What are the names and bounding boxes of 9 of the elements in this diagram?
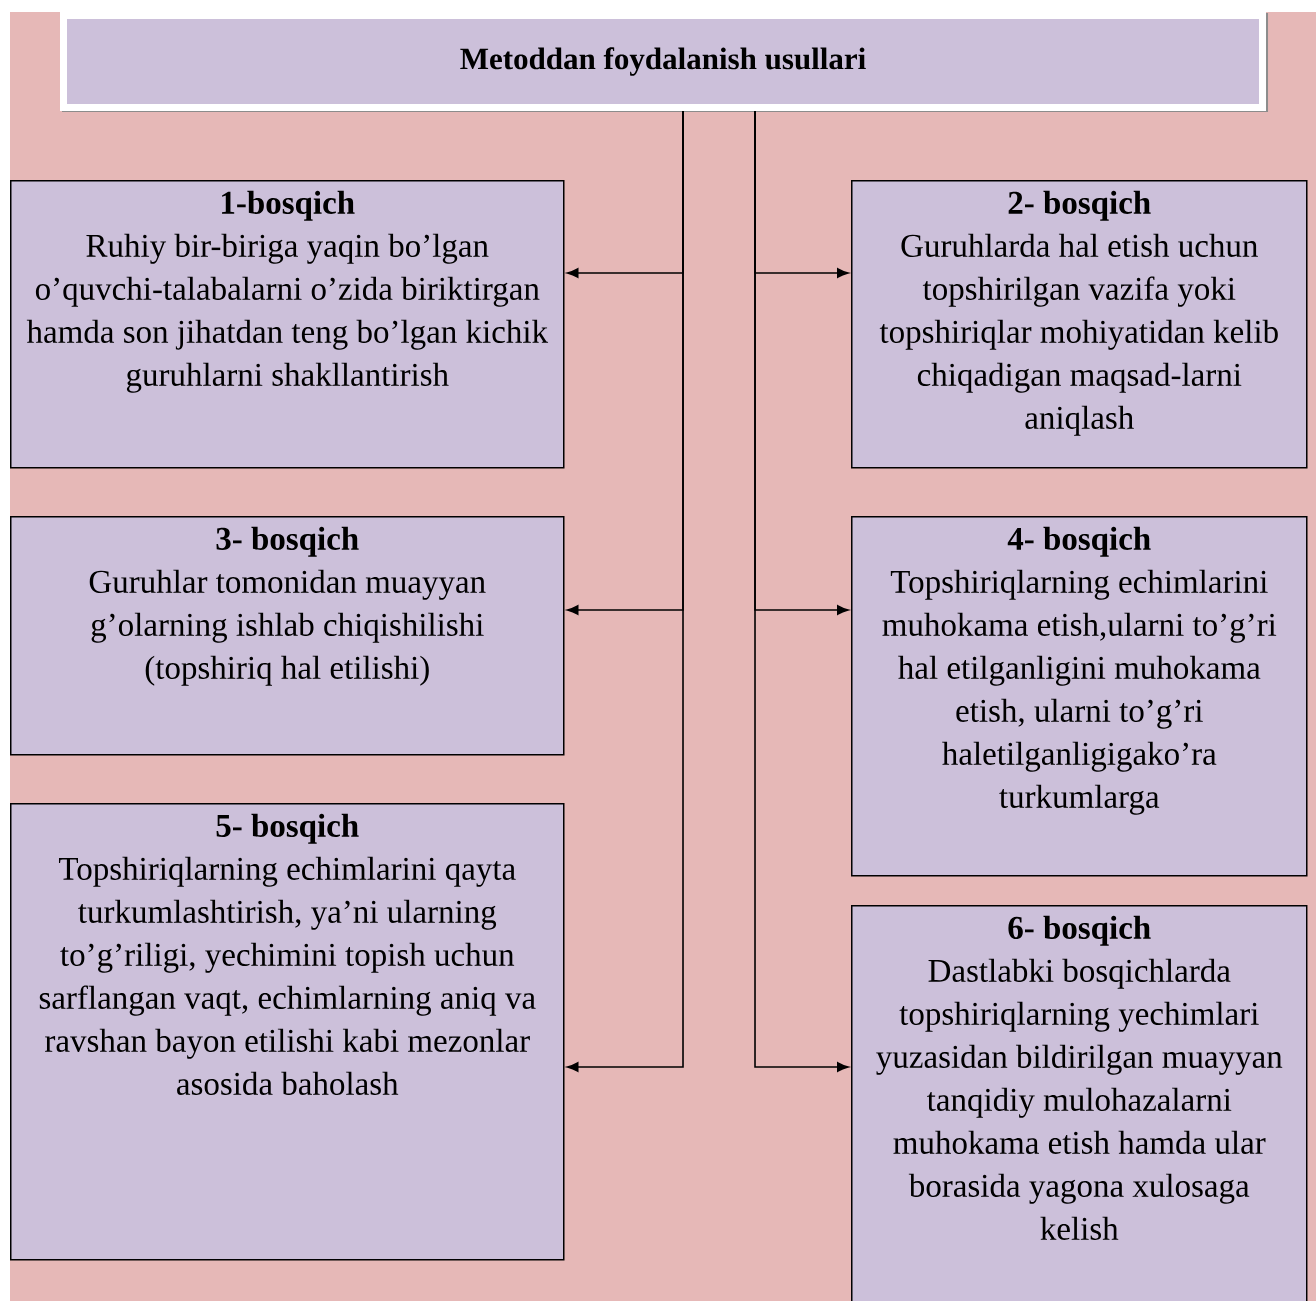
stage-box: 6- bosqich Dastlabki bosqichlarda topshiriqlarning yechimlari yuzasidan bildirilgan muayyan tanqidiy mulohazalarni muhokama etish hamda ular borasida yagona xulosaga kelish: [851, 905, 1308, 1301]
stage-box: 4- bosqich Topshiriqlarning echimlarini muhokama etish,ularni to’g’ri hal etilganligini muhokama etish, ularni to’g’ri haletilganligigako’ra turkumlarga: [851, 516, 1308, 877]
stage-box: 3- bosqich Guruhlar tomonidan muayyan g’olarning ishlab chiqishilishi (topshiriq hal etilishi): [10, 516, 565, 756]
stage-box: 2- bosqich Guruhlarda hal etish uchun topshirilgan vazifa yoki topshiriqlar mohiyatidan kelib chiqadigan maqsad-larni aniqlash: [851, 180, 1308, 469]
title-box: Metoddan foydalanish usullari: [60, 12, 1266, 111]
arrow: [754, 110, 849, 1072]
stage-box: 1-bosqich Ruhiy bir-biriga yaqin bo’lgan o’quvchi-talabalarni o’zida biriktirgan hamda son jihatdan teng bo’lgan kichik guruhlarni shakllantirish: [10, 180, 565, 469]
stage-box: 5- bosqich Topshiriqlarning echimlarini qayta turkumlashtirish, ya’ni ularning to’g’riligi, yechimini topish uchun sarflangan vaqt, echimlarning aniq va ravshan bayon etilishi kabi mezonlar asosida baholash: [10, 803, 565, 1261]
arrow: [566, 110, 684, 1072]
